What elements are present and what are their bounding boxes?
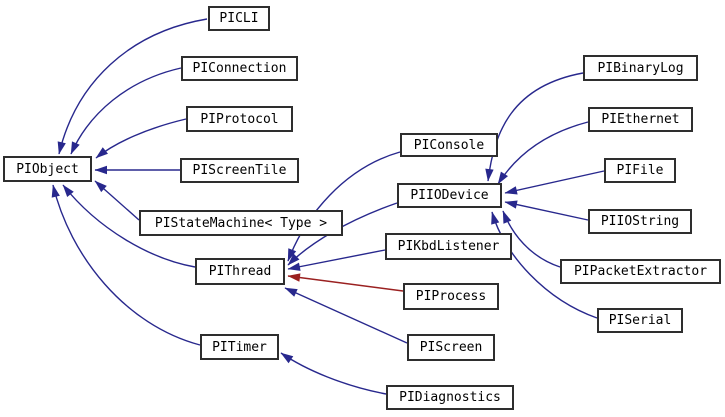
class-node-pistatemachine[interactable]: PIStateMachine< Type > (139, 210, 343, 236)
edge-piiostring-piiodevice (504, 200, 589, 221)
class-node-label: PIScreen (419, 340, 483, 355)
edge-picli-piobject (57, 18, 208, 155)
class-node-label: PIProtocol (200, 111, 279, 127)
edge-pithread-piobject (62, 184, 196, 268)
class-node-label: PIIOString (600, 214, 680, 229)
class-node-piobject[interactable]: PIObject (3, 156, 92, 182)
edge-piprocess-pithread (287, 273, 404, 292)
class-node-piprotocol[interactable]: PIProtocol (186, 106, 293, 132)
class-node-label: PICLI (219, 11, 259, 26)
class-node-label: PIScreenTile (192, 163, 287, 178)
class-node-pipacketextractor[interactable]: PIPacketExtractor (560, 259, 721, 284)
class-node-label: PIDiagnostics (399, 390, 501, 405)
class-node-piscreen[interactable]: PIScreen (407, 334, 495, 361)
class-node-pidiagnostics[interactable]: PIDiagnostics (386, 385, 514, 410)
class-node-label: PIBinaryLog (597, 60, 684, 76)
class-node-label: PIProcess (415, 289, 487, 304)
edge-piconsole-pithread (287, 151, 401, 262)
class-node-label: PIConnection (192, 61, 287, 76)
class-node-label: PIStateMachine< Type > (154, 215, 328, 231)
class-node-pikbdlistener[interactable]: PIKbdListener (385, 233, 512, 260)
edge-pitimer-piobject (51, 184, 201, 346)
class-node-label: PIPacketExtractor (573, 264, 708, 279)
edge-pistatemachine-piobject (94, 180, 140, 221)
edge-pipacketextractor-piiodevice (502, 210, 561, 268)
class-node-pithread[interactable]: PIThread (195, 258, 285, 285)
edge-piethernet-piiodevice (497, 121, 589, 185)
class-node-piiostring[interactable]: PIIOString (588, 209, 692, 234)
class-node-label: PIIODevice (410, 188, 489, 203)
class-node-label: PIKbdListener (397, 239, 500, 254)
edge-pifile-piiodevice (504, 170, 605, 195)
class-node-label: PISerial (608, 313, 672, 328)
edge-pibinarylog-piiodevice (485, 72, 584, 182)
class-node-label: PIConsole (413, 137, 485, 153)
edge-piconnection-piobject (70, 67, 182, 155)
edge-pikbdlistener-pithread (287, 249, 386, 271)
class-node-label: PIThread (208, 264, 272, 279)
edge-pidiagnostics-pitimer (280, 352, 387, 395)
class-node-piethernet[interactable]: PIEthernet (588, 107, 693, 132)
class-node-piserial[interactable]: PISerial (597, 308, 683, 333)
class-node-piconnection[interactable]: PIConnection (181, 56, 298, 81)
edge-piserial-piiodevice (491, 211, 598, 319)
class-node-piscreentile[interactable]: PIScreenTile (180, 158, 299, 183)
class-node-pifile[interactable]: PIFile (604, 158, 676, 183)
class-node-label: PIObject (16, 161, 79, 177)
class-node-label: PIEthernet (601, 112, 680, 127)
class-node-label: PITimer (212, 339, 267, 355)
class-node-picli[interactable]: PICLI (208, 6, 270, 31)
class-node-label: PIFile (616, 163, 664, 178)
class-node-piconsole[interactable]: PIConsole (400, 133, 498, 157)
class-node-piprocess[interactable]: PIProcess (403, 283, 499, 310)
edge-piscreen-pithread (284, 287, 408, 344)
edge-piprotocol-piobject (95, 118, 187, 159)
class-node-pibinarylog[interactable]: PIBinaryLog (583, 55, 698, 81)
class-node-pitimer[interactable]: PITimer (200, 334, 279, 360)
class-node-piiodevice[interactable]: PIIODevice (397, 183, 502, 208)
